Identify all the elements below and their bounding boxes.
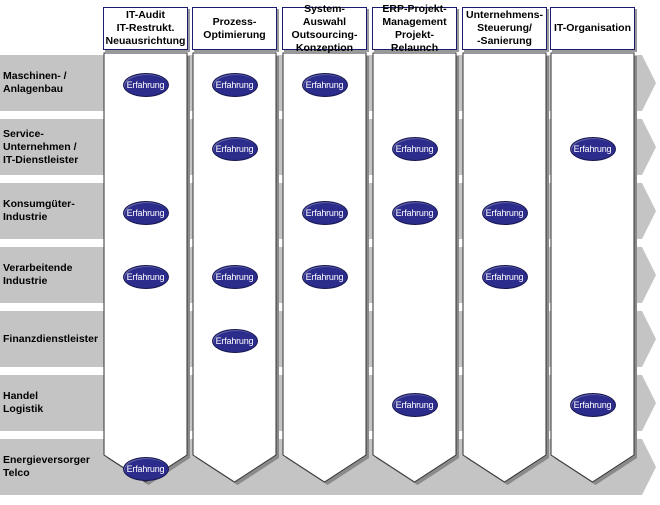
column-header: Unternehmens- Steuerung/ -Sanierung — [462, 7, 547, 50]
row-label: Verarbeitende Industrie — [3, 262, 73, 287]
experience-badge: Erfahrung — [569, 137, 616, 161]
row-label: Handel Logistik — [3, 390, 44, 415]
experience-badge: Erfahrung — [211, 137, 258, 161]
experience-badge: Erfahrung — [122, 457, 169, 481]
experience-badge: Erfahrung — [391, 393, 438, 417]
experience-badge: Erfahrung — [301, 265, 348, 289]
experience-badge: Erfahrung — [391, 201, 438, 225]
experience-badge: Erfahrung — [211, 265, 258, 289]
experience-badge: Erfahrung — [211, 73, 258, 97]
experience-badge: Erfahrung — [481, 201, 528, 225]
column-arrow — [550, 52, 635, 483]
column-header: IT-Audit IT-Restrukt. Neuausrichtung — [103, 7, 188, 50]
row-label: Maschinen- / Anlagenbau — [3, 70, 67, 95]
column-header: IT-Organisation — [550, 7, 635, 50]
experience-badge: Erfahrung — [481, 265, 528, 289]
column-header: Prozess- Optimierung — [192, 7, 277, 50]
experience-badge: Erfahrung — [391, 137, 438, 161]
experience-badge: Erfahrung — [122, 73, 169, 97]
experience-badge: Erfahrung — [122, 201, 169, 225]
row-label: Energieversorger Telco — [3, 454, 90, 479]
experience-badge: Erfahrung — [301, 201, 348, 225]
column-header: ERP-Projekt- Management Projekt-Relaunch — [372, 3, 457, 54]
experience-badge: Erfahrung — [301, 73, 348, 97]
column-arrow — [372, 52, 457, 483]
row-label: Service- Unternehmen / IT-Dienstleister — [3, 127, 79, 166]
experience-badge: Erfahrung — [211, 329, 258, 353]
column-header: System-Auswahl Outsourcing- Konzeption — [282, 3, 367, 54]
experience-badge: Erfahrung — [569, 393, 616, 417]
experience-badge: Erfahrung — [122, 265, 169, 289]
row-label: Finanzdienstleister — [3, 332, 99, 345]
row-label: Konsumgüter- Industrie — [3, 198, 75, 223]
